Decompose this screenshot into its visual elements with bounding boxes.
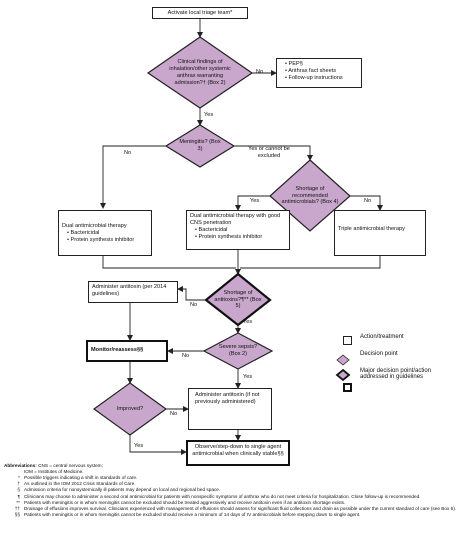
edge-label-antitoxins-yes: Yes — [243, 319, 253, 325]
edge-label-meningitis-no: No — [124, 150, 132, 156]
edge-shortage-triple — [350, 195, 383, 211]
footnote-symbol: § — [17, 487, 20, 493]
label-shortage-antitoxins: Shortage of antitoxins?¶** (Box 5) — [214, 289, 262, 310]
edge-label-shortage-yes: Yes — [250, 198, 260, 204]
footnotes: Abbreviations: CNS = central nervous sys… — [4, 463, 464, 518]
box-observe: Observe/step-down to single agent antimi… — [186, 440, 290, 466]
box-dual-therapy: Dual antimicrobial therapy Bactericidal … — [58, 210, 152, 256]
label-shortage-antimicrobials: Shortage of recommended antimicrobials? … — [281, 185, 339, 206]
footnote-text: Clinicians may choose to administer a se… — [24, 493, 421, 499]
footnote: † As outlined in the IOM 2012 Crisis Stan… — [4, 481, 464, 487]
edge-shortage-cns — [235, 195, 270, 211]
edge-triple-antitoxins — [240, 256, 381, 269]
edge-meningitis-dual — [100, 145, 166, 209]
edge-label-improved-yes: Yes — [134, 443, 144, 449]
diamond-meningitis — [164, 124, 236, 168]
diamond-sepsis — [202, 332, 274, 370]
dual-bactericidal: Bactericidal — [67, 230, 148, 237]
footnote-symbol: † — [17, 481, 20, 487]
label-sepsis: Severe sepsis? (Box 2) — [218, 344, 258, 357]
box-pep: PEP§ Anthrax fact sheets Follow-up instr… — [276, 58, 362, 88]
edge-label-clinical-yes: Yes — [204, 112, 214, 118]
abbreviations: Abbreviations: CNS = central nervous sys… — [4, 463, 464, 469]
edge-improved-observe — [129, 435, 187, 455]
footnote-text: Possible triggers indicating a shift in … — [24, 475, 138, 481]
fact-sheets-item: Anthrax fact sheets — [285, 68, 358, 75]
footnote-symbol: †† — [14, 505, 20, 511]
abbr-heading: Abbreviations: — [4, 463, 37, 468]
edge-label-improved-no: No — [170, 411, 178, 417]
cns-therapy-title: Dual antimicrobial therapy with good CNS… — [190, 213, 281, 226]
footnote-symbol: * — [18, 475, 20, 481]
legend-row: Action/treatment — [338, 334, 458, 346]
edge-meningitis-shortage — [234, 145, 313, 161]
dual-protein: Protein synthesis inhibitor — [67, 237, 148, 244]
footnote: § Admission criteria for nonsystemically … — [4, 487, 464, 493]
footnote-symbol: ** — [16, 499, 20, 505]
legend: Action/treatment Decision point Major de… — [338, 334, 458, 398]
abbr-cns: CNS = central nervous system; — [38, 463, 103, 468]
legend-thick-diamond-icon — [335, 368, 351, 382]
legend-diamond-icon — [336, 354, 350, 366]
footnote: †† Drainage of effusions improves surviva… — [4, 506, 464, 512]
edge-label-meningitis-yes: Yes or cannot be excluded — [248, 146, 290, 159]
pep-item: PEP§ — [285, 61, 358, 68]
box-activate-triage: Activate local triage team* — [152, 7, 248, 19]
legend-row: Decision point — [338, 351, 458, 363]
footnote: * Possible triggers indicating a shift in… — [4, 475, 464, 481]
footnote-text: Admission criteria for nonsystemically i… — [24, 487, 221, 493]
thick-square-icon — [342, 382, 352, 392]
box-monitor: Monitor/reassess§§ — [86, 340, 168, 362]
legend-row — [338, 381, 458, 393]
edge-label-sepsis-no: No — [182, 353, 190, 359]
edge-antitoxins-administer — [177, 286, 206, 301]
label-clinical: Clinical findings of inhalation/other sy… — [169, 59, 231, 86]
legend-row: Major decision point/action addressed in… — [338, 368, 458, 380]
cns-protein: Protein synthesis inhibitor — [195, 234, 286, 241]
edge-label-sepsis-yes: Yes — [243, 374, 253, 380]
legend-label: Decision point — [360, 351, 398, 357]
diamond-clinical — [146, 36, 254, 109]
label-meningitis: Meningitis? (Box 3) — [179, 139, 221, 152]
follow-up-item: Follow-up instructions — [285, 75, 358, 82]
box-triple-therapy: Triple antimicrobial therapy — [334, 210, 426, 256]
abbr-iom: IOM = Institutes of Medicine. — [24, 469, 84, 475]
legend-label: Action/treatment — [360, 334, 404, 340]
footnote-text: Drainage of effusions improves survival.… — [24, 505, 457, 511]
box-cns-therapy: Dual antimicrobial therapy with good CNS… — [186, 210, 290, 250]
label-improved: Improved? — [116, 405, 144, 412]
square-icon — [342, 335, 352, 345]
edge-label-clinical-no: No — [256, 69, 264, 75]
footnote: §§ Patients with meningitis or in whom me… — [4, 512, 464, 518]
footnote-text: As outlined in the IOM 2012 Crisis Stand… — [24, 481, 136, 487]
diamond-shortage-antimicrobials — [269, 159, 351, 232]
box-antitoxin-2014: Administer antitoxin (per 2014 guideline… — [88, 281, 178, 303]
footnote: ¶ Clinicians may choose to administer a s… — [4, 494, 464, 500]
abbr-iom-row: IOM = Institutes of Medicine. — [4, 469, 464, 475]
diamond-shortage-antitoxins — [204, 272, 272, 327]
dual-therapy-title: Dual antimicrobial therapy — [62, 223, 127, 229]
footnote: ** Patients with meningitis or in whom me… — [4, 500, 464, 506]
footnote-text: Patients with meningitis or in whom meni… — [24, 499, 346, 505]
cns-bactericidal: Bactericidal — [195, 227, 286, 234]
edge-dual-antitoxins — [102, 256, 236, 269]
box-antitoxin-prev: Administer antitoxin (if not previously … — [188, 388, 272, 430]
footnote-symbol: ¶ — [17, 493, 20, 499]
diamond-improved — [92, 382, 168, 436]
edge-label-shortage-no: No — [364, 198, 372, 204]
footnote-text: Patients with meningitis or in whom meni… — [24, 511, 361, 517]
edge-label-antitoxins-no: No — [190, 302, 198, 308]
legend-label: Major decision point/action addressed in… — [360, 368, 432, 380]
footnote-symbol: §§ — [14, 511, 20, 517]
